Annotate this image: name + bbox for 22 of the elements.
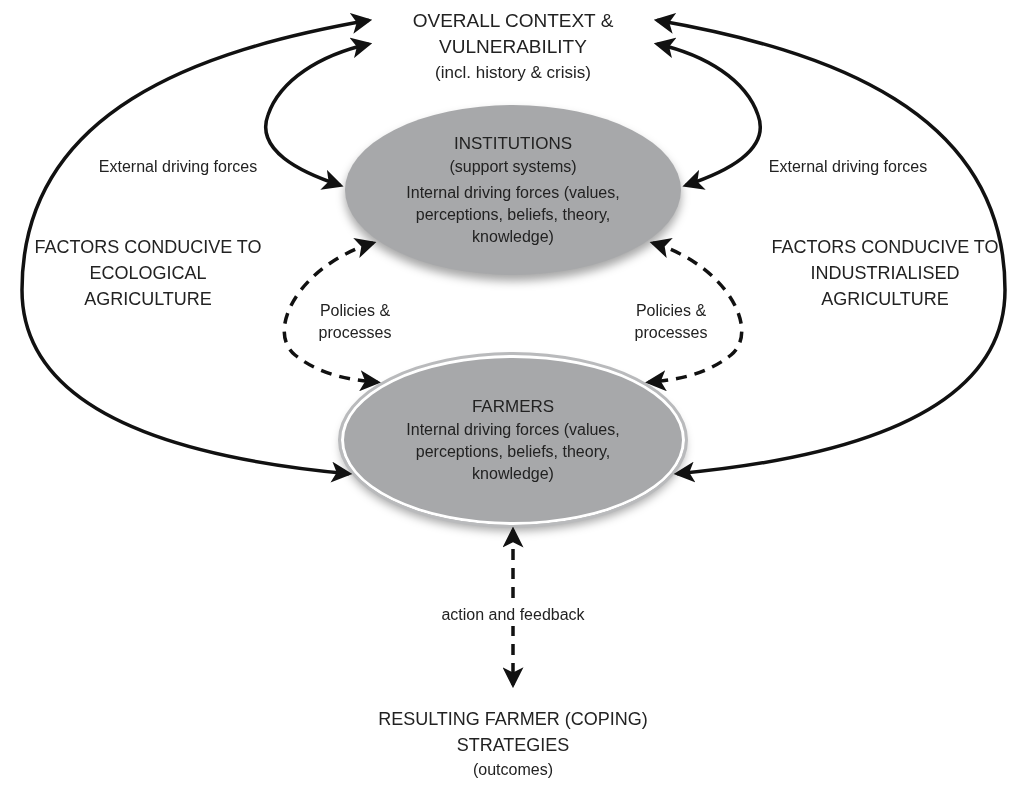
arrow [20, 13, 373, 483]
edge-label: External driving forces [98, 157, 258, 177]
node-heading: OVERALL CONTEXT & VULNERABILITY [411, 9, 615, 59]
node-text: (support systems) [449, 157, 577, 177]
node-text: (outcomes) [473, 760, 553, 780]
node-heading: RESULTING FARMER (COPING) STRATEGIES [377, 708, 649, 757]
edge-label: Policies & processes [633, 301, 709, 343]
region-label: FACTORS CONDUCIVE TO ECOLOGICAL AGRICULTURE [33, 236, 263, 311]
region-label: FACTORS CONDUCIVE TO INDUSTRIALISED AGRICULTURE [770, 236, 1000, 311]
node-heading: INSTITUTIONS [453, 133, 573, 155]
edge-label: Policies & processes [317, 301, 393, 343]
arrow [645, 239, 744, 392]
arrow [653, 38, 762, 190]
node-text: Internal driving forces (values, perceptions, beliefs, theory, knowledge) [405, 420, 621, 484]
arrow [282, 239, 381, 392]
arrow [502, 526, 524, 689]
node-text: Internal driving forces (values, perceptions, beliefs, theory, knowledge) [405, 183, 621, 247]
node-text: (incl. history & crisis) [435, 62, 591, 84]
arrow [653, 13, 1007, 483]
arrow [264, 38, 373, 190]
node-heading: FARMERS [471, 396, 555, 418]
edge-label: External driving forces [768, 157, 928, 177]
